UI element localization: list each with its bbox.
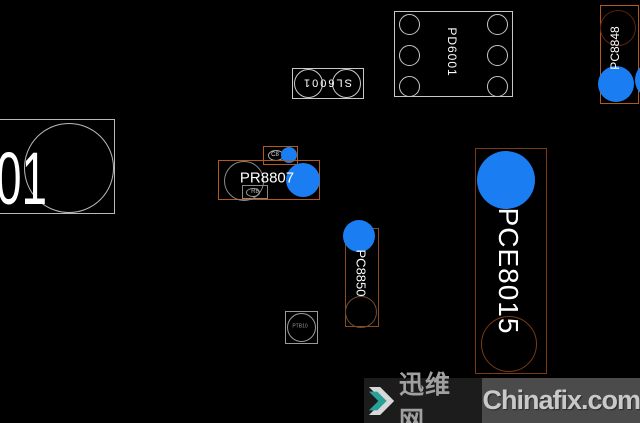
component-outline — [600, 5, 639, 104]
pad-circle — [487, 14, 508, 35]
pad-circle — [600, 10, 636, 46]
pad-circle — [287, 313, 316, 342]
watermark-right-section: Chinafix.com — [482, 378, 640, 423]
component-label: PR8807 — [239, 169, 295, 187]
component-outline — [475, 148, 547, 374]
chevron-logo-icon — [368, 386, 395, 415]
pad-circle — [24, 123, 114, 213]
pad-circle — [345, 296, 377, 328]
pad-circle — [294, 69, 323, 98]
pad-circle — [481, 316, 537, 372]
blue-pad — [598, 66, 634, 102]
pad-circle — [399, 76, 420, 97]
component-label: PC8848 — [608, 26, 622, 70]
blue-pad — [343, 220, 375, 252]
pad-circle — [487, 76, 508, 97]
blue-pad — [286, 163, 320, 197]
pad-circle — [399, 45, 420, 66]
blue-pad — [477, 151, 535, 209]
blue-pad-clipped — [635, 64, 640, 96]
component-label: PTB10 — [292, 323, 308, 330]
pad-circle — [224, 161, 264, 201]
sub-component-label: R8 — [251, 189, 259, 195]
component-label: PC8850 — [353, 249, 369, 297]
blue-pad — [281, 147, 297, 163]
component-outline — [292, 68, 364, 99]
component-outline — [285, 311, 318, 344]
watermark-left-section: 迅维网 — [364, 371, 483, 423]
component-label: C8 — [271, 152, 279, 158]
pad-circle — [399, 14, 420, 35]
watermark-site-name-cn: 迅维网 — [399, 370, 452, 423]
component-label: 01 — [0, 137, 48, 220]
watermark: 迅维网 Chinafix.com — [364, 371, 640, 423]
watermark-site-name-en: Chinafix.com — [482, 385, 640, 415]
component-label: PD6001 — [445, 27, 459, 77]
component-outline — [394, 11, 513, 97]
component-label: PCE8015 — [493, 207, 524, 335]
component-outline — [0, 119, 115, 214]
component-label: SL6001 — [302, 76, 352, 89]
sub-component-outline — [242, 185, 268, 199]
pad-circle — [332, 69, 361, 98]
component-outline — [263, 146, 298, 165]
pad-circle — [487, 45, 508, 66]
pad-oval — [246, 188, 260, 197]
